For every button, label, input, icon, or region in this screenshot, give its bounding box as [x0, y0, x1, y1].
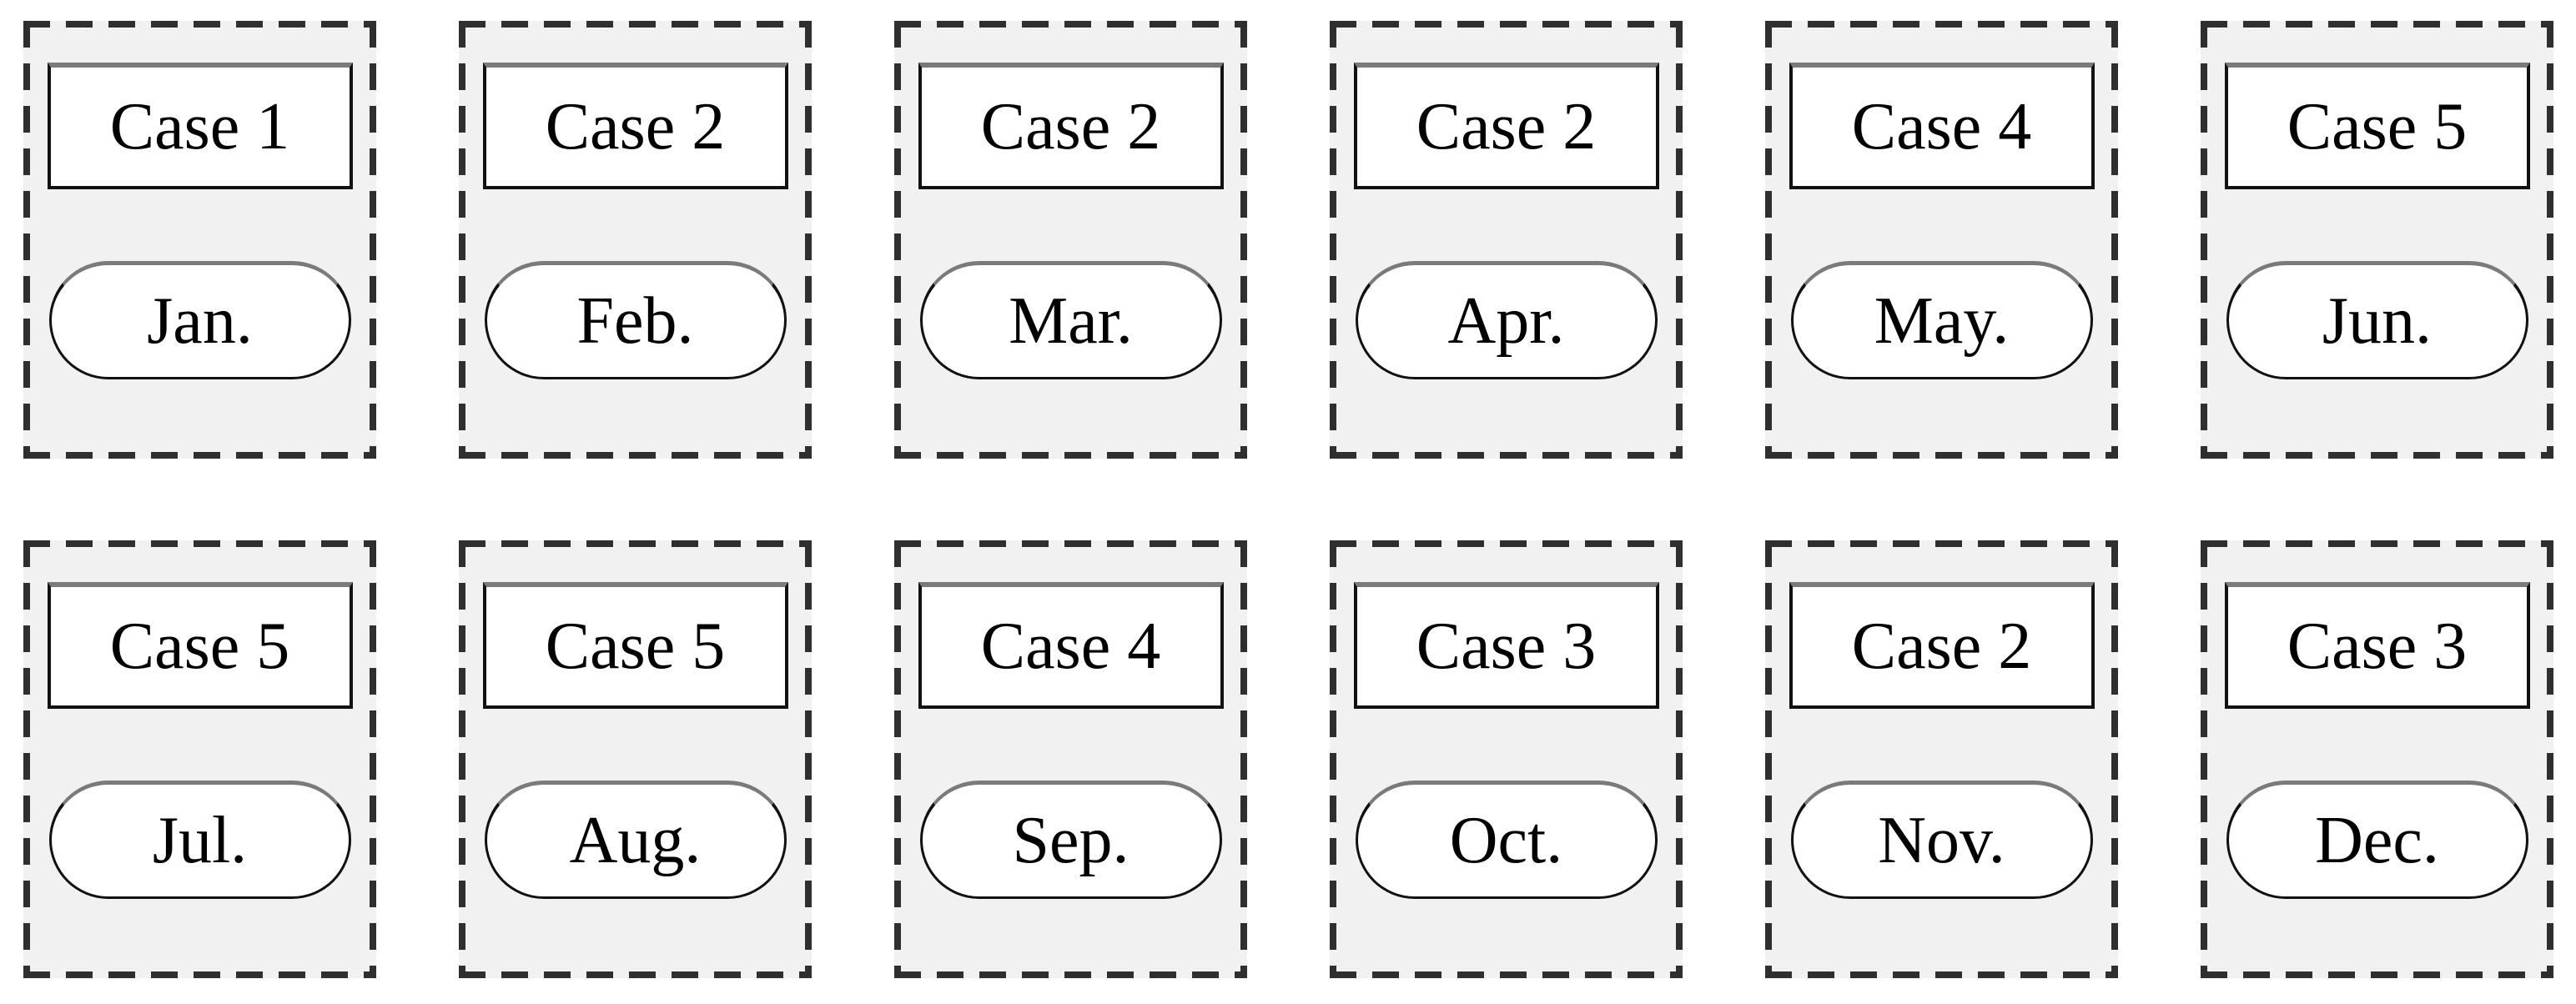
- month-pill: Jun.: [2226, 261, 2528, 379]
- case-box: Case 2: [918, 63, 1224, 189]
- case-box: Case 5: [482, 582, 788, 709]
- case-label: Case 5: [545, 610, 726, 683]
- case-box: Case 2: [1353, 63, 1659, 189]
- case-box: Case 4: [918, 582, 1224, 709]
- month-label: Sep.: [1012, 804, 1130, 877]
- cell-dec: Case 3 Dec.: [2201, 540, 2553, 978]
- month-pill: Sep.: [919, 781, 1222, 899]
- cell-mar: Case 2 Mar.: [894, 21, 1247, 459]
- case-label: Case 1: [109, 90, 290, 163]
- month-label: Mar.: [1009, 284, 1133, 358]
- case-label: Case 5: [2287, 90, 2468, 163]
- case-box: Case 5: [2224, 63, 2530, 189]
- cell-sep: Case 4 Sep.: [894, 540, 1247, 978]
- month-label: Feb.: [576, 284, 694, 358]
- case-box: Case 3: [1353, 582, 1659, 709]
- case-label: Case 5: [109, 610, 290, 683]
- case-label: Case 3: [1416, 610, 1597, 683]
- case-box: Case 2: [482, 63, 788, 189]
- case-label: Case 4: [980, 610, 1161, 683]
- case-box: Case 2: [1789, 582, 2095, 709]
- month-label: Nov.: [1878, 804, 2005, 877]
- cell-aug: Case 5 Aug.: [459, 540, 812, 978]
- cell-oct: Case 3 Oct.: [1330, 540, 1683, 978]
- month-label: Oct.: [1449, 804, 1563, 877]
- month-row-jan-jun: Case 1 Jan. Case 2 Feb. Case 2 Mar. Ca: [23, 21, 2553, 459]
- case-label: Case 3: [2287, 610, 2468, 683]
- month-pill: Nov.: [1790, 781, 2093, 899]
- month-row-jul-dec: Case 5 Jul. Case 5 Aug. Case 4 Sep. Ca: [23, 540, 2553, 978]
- month-pill: Feb.: [484, 261, 787, 379]
- month-pill: Apr.: [1355, 261, 1658, 379]
- month-label: Apr.: [1447, 284, 1565, 358]
- cell-may: Case 4 May.: [1765, 21, 2118, 459]
- case-label: Case 2: [1416, 90, 1597, 163]
- case-label: Case 2: [545, 90, 726, 163]
- case-label: Case 2: [1851, 610, 2032, 683]
- case-label: Case 2: [980, 90, 1161, 163]
- month-label: Dec.: [2315, 804, 2439, 877]
- month-pill: Aug.: [484, 781, 787, 899]
- case-box: Case 1: [47, 63, 353, 189]
- case-box: Case 4: [1789, 63, 2095, 189]
- case-label: Case 4: [1851, 90, 2032, 163]
- cell-jun: Case 5 Jun.: [2201, 21, 2553, 459]
- case-box: Case 3: [2224, 582, 2530, 709]
- month-label: Jun.: [2322, 284, 2433, 358]
- month-pill: Jul.: [48, 781, 351, 899]
- cell-jul: Case 5 Jul.: [23, 540, 376, 978]
- cell-nov: Case 2 Nov.: [1765, 540, 2118, 978]
- cell-jan: Case 1 Jan.: [23, 21, 376, 459]
- month-pill: Jan.: [48, 261, 351, 379]
- month-pill: Dec.: [2226, 781, 2528, 899]
- month-label: Aug.: [569, 804, 702, 877]
- cell-feb: Case 2 Feb.: [459, 21, 812, 459]
- month-label: May.: [1874, 284, 2010, 358]
- cell-apr: Case 2 Apr.: [1330, 21, 1683, 459]
- month-label: Jan.: [147, 284, 253, 358]
- month-pill: Oct.: [1355, 781, 1658, 899]
- month-label: Jul.: [152, 804, 248, 877]
- month-pill: May.: [1790, 261, 2093, 379]
- case-box: Case 5: [47, 582, 353, 709]
- month-pill: Mar.: [919, 261, 1222, 379]
